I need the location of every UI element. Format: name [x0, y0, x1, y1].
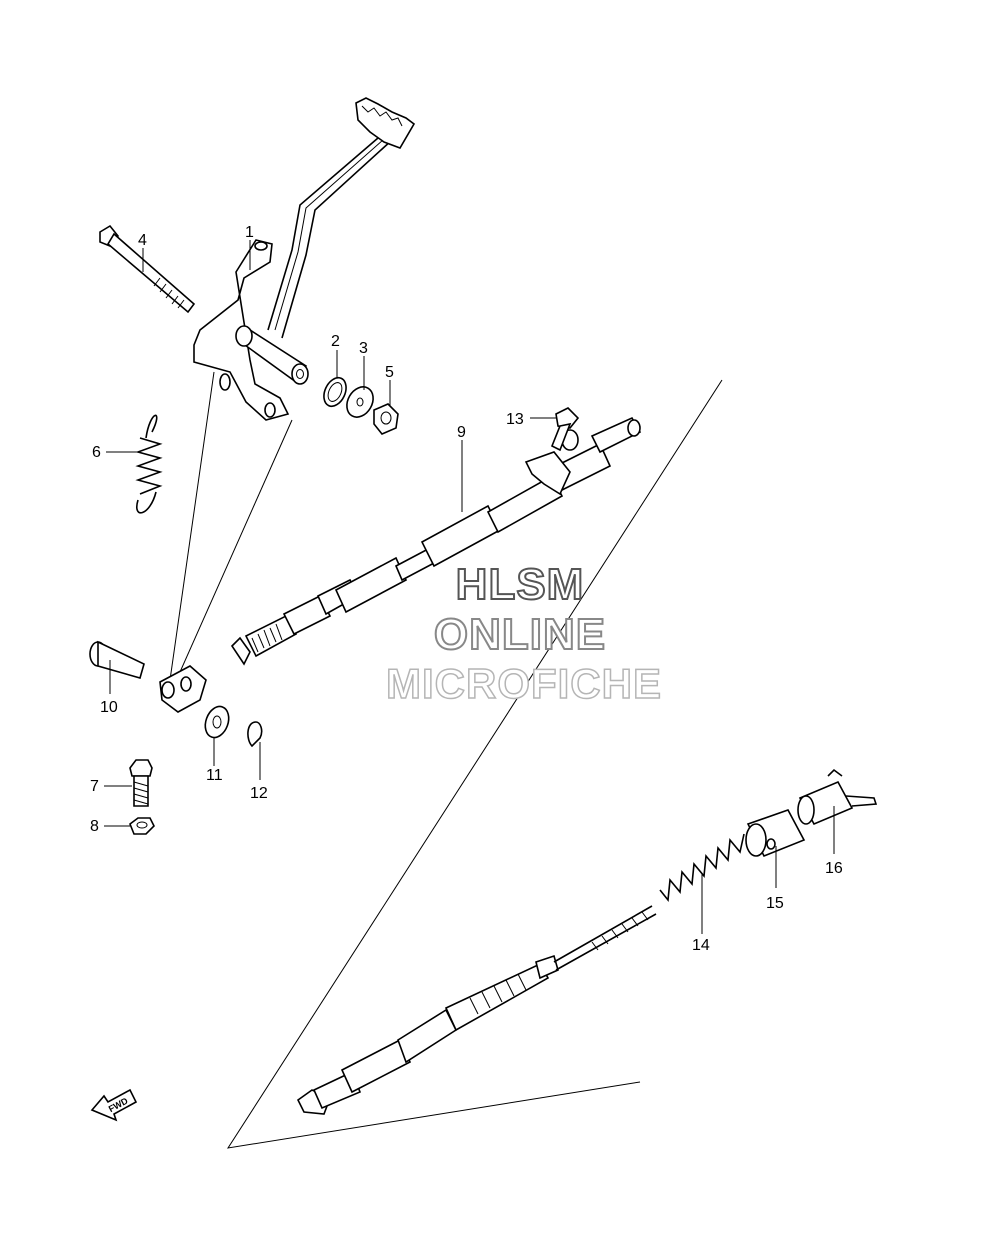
- callout-3: 3: [359, 340, 368, 357]
- brake-cable: [230, 416, 642, 666]
- callout-13: 13: [506, 411, 524, 428]
- callout-4: 4: [138, 232, 147, 249]
- callout-1: 1: [245, 224, 254, 241]
- bolt-and-nut: [129, 759, 155, 835]
- pivot-bolt: [99, 224, 196, 314]
- callout-16: 16: [825, 860, 843, 877]
- callout-10: 10: [100, 699, 118, 716]
- watermark-line-1: HLSM: [455, 559, 585, 610]
- callout-labels: 1 2 3 4 5 6 7 8 9 10 11 12 13 14 15 16: [90, 224, 843, 954]
- watermark-line-2: ONLINE: [433, 609, 607, 660]
- callout-11: 11: [206, 767, 223, 784]
- return-spring: [135, 414, 163, 514]
- washer-and-cotter-pin: [204, 705, 263, 748]
- callout-leaders: [104, 240, 835, 934]
- callout-2: 2: [331, 333, 340, 350]
- watermark-line-3: MICROFICHE: [385, 659, 662, 708]
- washers-and-nut: [323, 376, 399, 435]
- callout-5: 5: [385, 364, 394, 381]
- brake-pedal: [193, 97, 416, 421]
- callout-6: 6: [92, 444, 101, 461]
- fwd-arrow-icon: FWD: [90, 1088, 138, 1122]
- callout-8: 8: [90, 818, 99, 835]
- callout-15: 15: [766, 895, 784, 912]
- callout-14: 14: [692, 937, 710, 954]
- callout-7: 7: [90, 778, 99, 795]
- cable-bolt: [550, 407, 580, 452]
- callout-9: 9: [457, 424, 466, 441]
- rear-brake-rod-assembly: [296, 768, 878, 1115]
- callout-12: 12: [250, 785, 268, 802]
- assembly-guide-lines: [169, 371, 723, 1149]
